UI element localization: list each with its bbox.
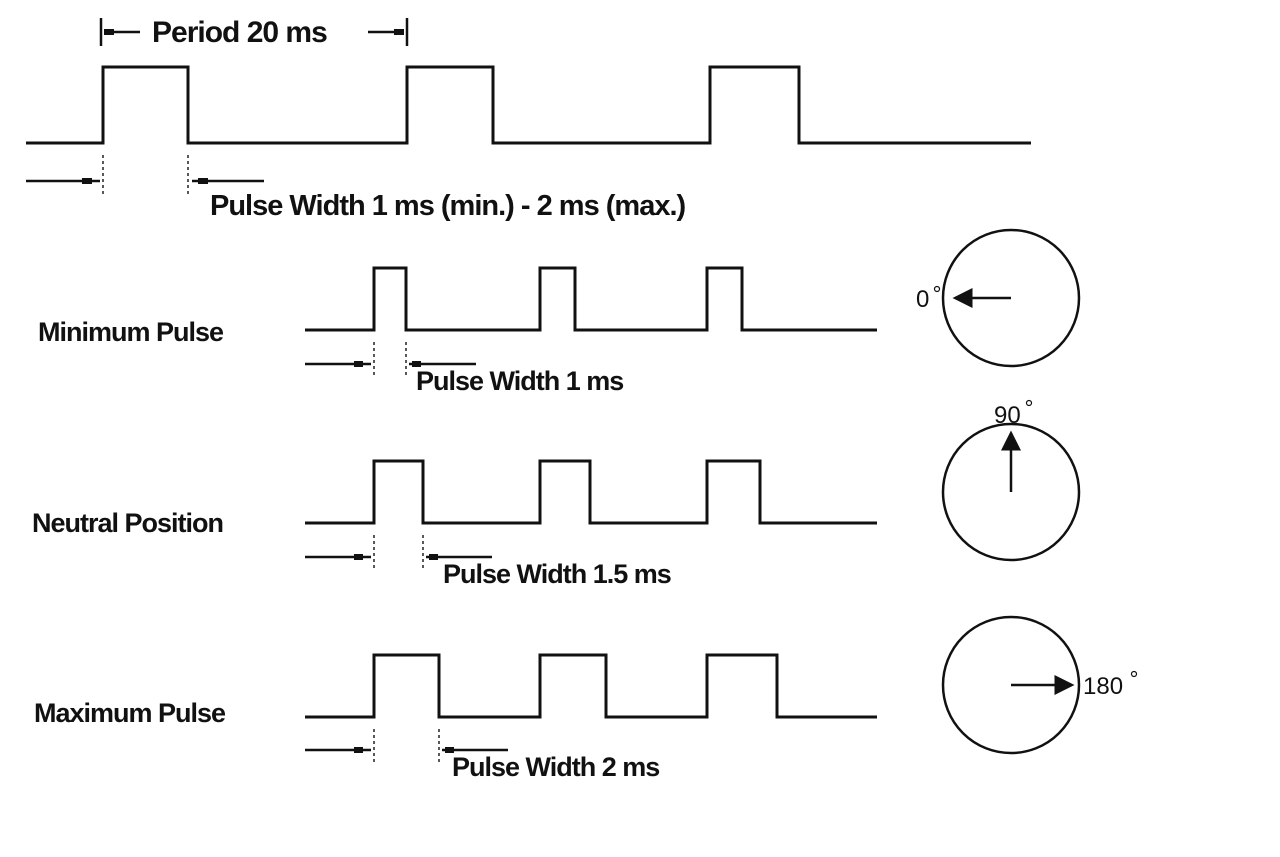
row-neutral-position: Neutral Position Pulse Width 1.5 ms 90 [32,399,1081,589]
pulse-right-arrowhead [412,361,421,367]
row-label: Maximum Pulse [34,698,226,728]
pulse-right-arrowhead [429,554,438,560]
degree-symbol-0 [933,285,941,293]
top-pulse-width-marker: Pulse Width 1 ms (min.) - 2 ms (max.) [26,155,687,222]
pulse-width-label: Pulse Width 2 ms [452,752,659,782]
angle-label-180: 180 [1083,673,1123,700]
row-minimum-pulse: Minimum Pulse Pulse Width 1 ms 0 [38,228,1081,396]
degree-symbol-180 [1130,670,1138,678]
pulse-left-arrowhead [354,361,363,367]
period-marker: Period 20 ms [99,16,409,49]
top-waveform [26,65,1031,145]
row-waveform [305,266,877,332]
angle-label-0: 0 [916,286,929,313]
angle-label-90: 90 [994,402,1021,429]
row-maximum-pulse: Maximum Pulse Pulse Width 2 ms 180 [34,615,1138,782]
row-waveform [305,653,877,719]
top-pulse-right-arrowhead [198,178,208,184]
top-pulse-width-label: Pulse Width 1 ms (min.) - 2 ms (max.) [210,190,686,222]
pulse-width-label: Pulse Width 1 ms [416,366,623,396]
degree-symbol-90 [1025,399,1033,407]
pulse-left-arrowhead [354,554,363,560]
pulse-right-arrowhead [445,747,454,753]
row-waveform [305,459,877,525]
pulse-left-arrowhead [354,747,363,753]
row-label: Minimum Pulse [38,317,224,347]
row-label: Neutral Position [32,508,223,538]
period-left-arrowhead [104,29,114,35]
pulse-width-label: Pulse Width 1.5 ms [443,559,671,589]
period-right-arrowhead [394,29,404,35]
period-label: Period 20 ms [152,16,327,49]
top-pulse-left-arrowhead [82,178,92,184]
